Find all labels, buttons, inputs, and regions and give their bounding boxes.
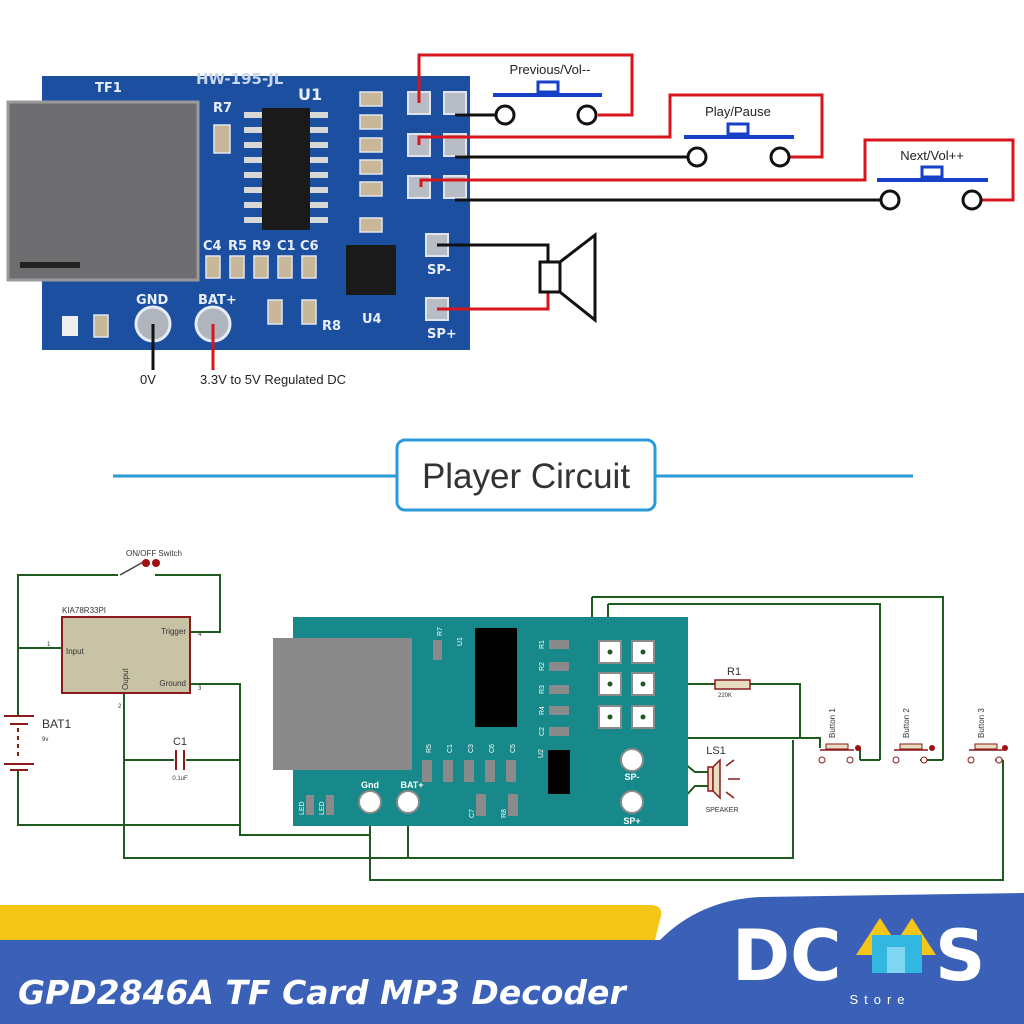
board-label: R2	[539, 662, 546, 671]
pin-num: 3	[198, 686, 202, 692]
mp3-module-photo: TF1 HW-195-JL U1 R7 C4 R5 R9 C1 C6 U4 R8…	[6, 53, 1015, 387]
regulator-name: KIA78R33PI	[62, 606, 106, 615]
silk-c1: C1	[277, 239, 296, 254]
resistor-name: R1	[727, 666, 741, 678]
silk-c6: C6	[300, 239, 319, 254]
speaker-name: LS1	[706, 745, 726, 757]
button-next: Next/Vol++	[877, 148, 988, 211]
sd-card-slot	[6, 100, 200, 282]
board-name: HW-195-JL	[196, 70, 284, 88]
schematic-sd-slot	[273, 638, 412, 770]
pin-num: 1	[47, 642, 51, 648]
banner-blue	[0, 893, 1024, 1024]
board-label: U2	[538, 749, 545, 758]
u1-chip	[262, 108, 310, 230]
schematic-button-2: Button 2	[892, 708, 935, 764]
silk-r9: R9	[252, 239, 271, 254]
button-label: Button 1	[828, 708, 837, 738]
board-label: R4	[539, 706, 546, 715]
button-label: Previous/Vol--	[510, 62, 591, 77]
resistor-value: 220K	[718, 693, 732, 699]
button-play-pause: Play/Pause	[684, 104, 794, 168]
schematic-button-3: Button 3	[967, 708, 1008, 764]
sp-minus-label: SP-	[624, 772, 639, 782]
capacitor-symbol	[175, 750, 185, 770]
board-label: LED	[319, 801, 326, 815]
silk-r5: R5	[228, 239, 247, 254]
battery-value: 9v	[42, 737, 48, 743]
board-label: C3	[468, 744, 475, 753]
silk-c4: C4	[203, 239, 222, 254]
silk-sp-plus: SP+	[427, 327, 457, 342]
pin-ground: Ground	[159, 679, 186, 688]
capacitor-name: C1	[173, 736, 187, 748]
battery-symbol	[4, 715, 34, 771]
player-schematic: ON/OFF Switch KIA78R33PI Input Trigger G…	[4, 549, 1008, 881]
speaker-icon	[538, 231, 597, 324]
svg-text:DC: DC	[732, 915, 841, 997]
board-label: R3	[539, 685, 546, 694]
pin-output: Ouput	[121, 667, 130, 690]
svg-text:S: S	[935, 915, 985, 997]
silk-tf1: TF1	[95, 81, 122, 96]
pin-num: 4	[198, 632, 202, 638]
battery-name: BAT1	[42, 717, 71, 731]
board-label: R7	[437, 627, 444, 636]
button-label: Button 3	[977, 708, 986, 738]
schematic-u2	[548, 750, 570, 794]
gnd-note: 0V	[140, 372, 156, 387]
speaker-symbol	[707, 758, 740, 800]
silk-r7: R7	[213, 101, 232, 116]
power-note: 3.3V to 5V Regulated DC	[200, 372, 346, 387]
sp-plus-label: SP+	[623, 816, 640, 826]
bat-label: BAT+	[400, 780, 423, 790]
silk-sp-minus: SP-	[427, 263, 451, 278]
silk-u4: U4	[362, 312, 382, 327]
board-label: C1	[447, 744, 454, 753]
store-logo: DC S Store	[732, 915, 985, 1007]
board-label: R5	[426, 744, 433, 753]
board-label: U1	[457, 637, 464, 646]
section-title: Player Circuit	[422, 457, 630, 496]
banner-yellow-strip	[0, 905, 662, 940]
logo-subtitle: Store	[849, 992, 910, 1007]
board-label: LED	[299, 801, 306, 815]
board-label: C6	[489, 744, 496, 753]
switch-label: ON/OFF Switch	[126, 549, 182, 558]
section-header: Player Circuit	[113, 438, 913, 512]
board-label: R1	[539, 640, 546, 649]
silk-gnd: GND	[136, 293, 169, 308]
pin-trigger: Trigger	[161, 627, 186, 636]
resistor-r1	[714, 679, 751, 690]
board-label: R8	[501, 809, 508, 818]
schematic-u1	[475, 628, 517, 727]
button-label: Play/Pause	[705, 104, 771, 119]
silk-r8: R8	[322, 319, 341, 334]
board-label: C7	[469, 809, 476, 818]
speaker-type: SPEAKER	[705, 807, 738, 814]
regulator-ic	[61, 616, 191, 694]
silk-bat: BAT+	[198, 293, 237, 308]
pin-input: Input	[66, 647, 85, 656]
board-label: C5	[510, 744, 517, 753]
silk-u1: U1	[298, 85, 322, 104]
pin-num: 2	[118, 704, 122, 710]
schematic-button-1: Button 1	[818, 708, 861, 764]
product-title: GPD2846A TF Card MP3 Decoder	[18, 973, 627, 1012]
footer-banner: GPD2846A TF Card MP3 Decoder DC S Store	[0, 893, 1024, 1024]
board-label: C2	[539, 727, 546, 736]
capacitor-value: 0.1uF	[172, 776, 188, 782]
u4-chip	[346, 245, 396, 295]
gnd-label: Gnd	[361, 780, 379, 790]
button-label: Next/Vol++	[900, 148, 964, 163]
button-previous: Previous/Vol--	[493, 62, 602, 126]
button-label: Button 2	[902, 708, 911, 738]
on-off-switch	[119, 560, 146, 576]
